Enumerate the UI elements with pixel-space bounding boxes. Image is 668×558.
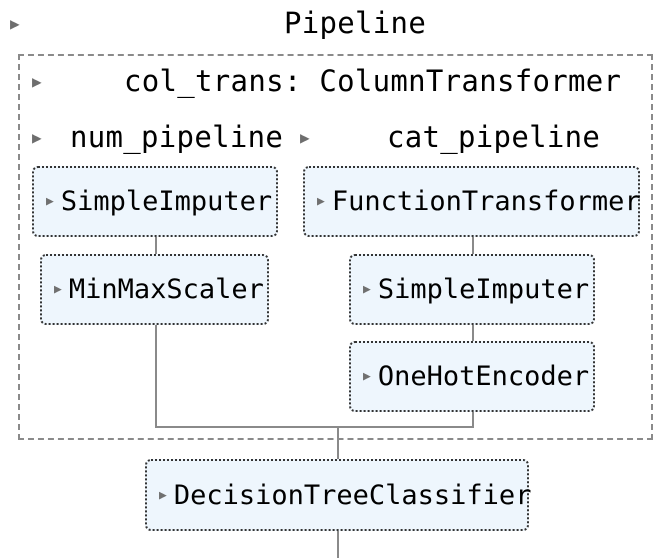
connector-cat-2	[472, 324, 474, 342]
onehot-encoder-label: OneHotEncoder	[377, 361, 590, 392]
connector-num-down	[155, 324, 157, 428]
column-transformer-container	[18, 54, 653, 440]
cat-simple-imputer-box[interactable]: ▶ SimpleImputer	[349, 254, 595, 325]
triangle-right-icon: ▶	[46, 194, 54, 209]
connector-out	[337, 530, 339, 558]
col-trans-title: col_trans: ColumnTransformer	[124, 64, 622, 98]
function-transformer-label: FunctionTransformer	[331, 186, 641, 217]
minmax-scaler-box[interactable]: ▶ MinMaxScaler	[40, 254, 269, 325]
minmax-scaler-label: MinMaxScaler	[68, 274, 264, 305]
connector-cat-1	[472, 236, 474, 255]
connector-merge	[155, 426, 474, 428]
col-trans-expand-icon[interactable]: ▶	[32, 72, 42, 91]
num-pipeline-title: num_pipeline	[70, 120, 284, 154]
num-pipeline-expand-icon[interactable]: ▶	[32, 128, 42, 147]
num-simple-imputer-box[interactable]: ▶ SimpleImputer	[32, 166, 278, 237]
triangle-right-icon: ▶	[54, 282, 62, 297]
connector-cat-down	[472, 411, 474, 428]
function-transformer-box[interactable]: ▶ FunctionTransformer	[303, 166, 641, 237]
connector-to-classifier	[337, 426, 339, 461]
triangle-right-icon: ▶	[159, 487, 167, 503]
num-simple-imputer-label: SimpleImputer	[60, 186, 273, 217]
triangle-right-icon: ▶	[317, 194, 325, 209]
onehot-encoder-box[interactable]: ▶ OneHotEncoder	[349, 341, 595, 412]
decision-tree-classifier-label: DecisionTreeClassifier	[173, 479, 532, 511]
cat-simple-imputer-label: SimpleImputer	[377, 274, 590, 305]
pipeline-expand-icon[interactable]: ▶	[10, 14, 20, 33]
cat-pipeline-expand-icon[interactable]: ▶	[300, 128, 310, 147]
connector-num-1	[155, 236, 157, 255]
decision-tree-classifier-box[interactable]: ▶ DecisionTreeClassifier	[145, 459, 532, 531]
pipeline-title: Pipeline	[284, 6, 427, 40]
cat-pipeline-title: cat_pipeline	[387, 120, 601, 154]
triangle-right-icon: ▶	[363, 282, 371, 297]
triangle-right-icon: ▶	[363, 369, 371, 384]
